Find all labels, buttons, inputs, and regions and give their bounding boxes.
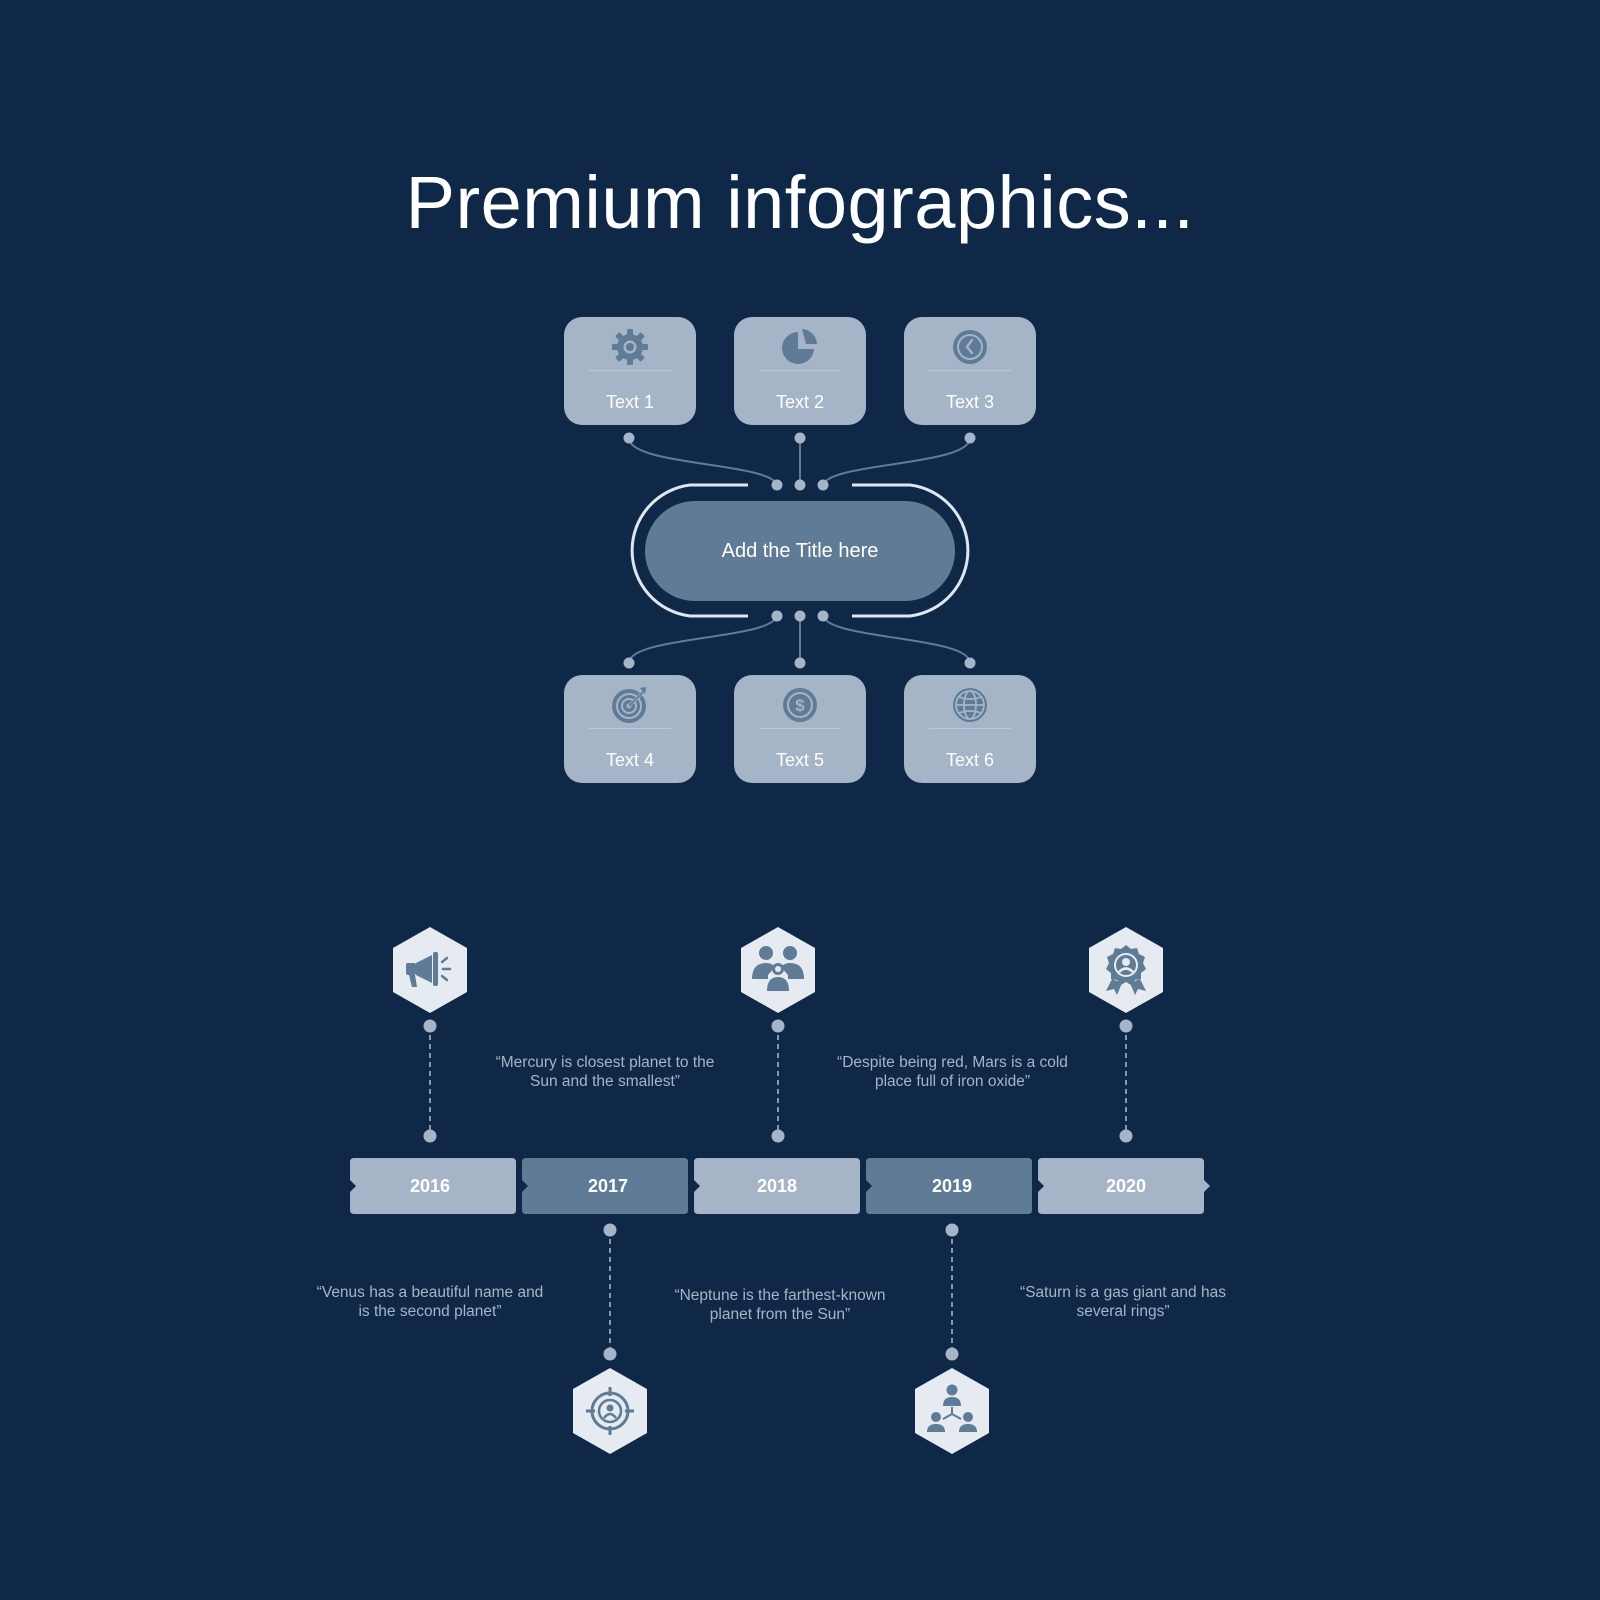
year-segment-2016: [350, 1158, 516, 1214]
card-text-6: Text 6: [904, 675, 1036, 783]
quote-2016: “Venus has a beautiful name and is the s…: [316, 1284, 544, 1320]
megaphone-icon: [393, 927, 467, 1013]
card-text-3: Text 3: [904, 317, 1036, 425]
team-icon: [741, 927, 815, 1013]
card-text-5: $ Text 5: [734, 675, 866, 783]
card-text-1: Text 1: [564, 317, 696, 425]
year-segment-2020: [1038, 1158, 1210, 1214]
card-label: Text 3: [945, 392, 995, 412]
year-segment-2018: [694, 1158, 860, 1214]
year-label: 2017: [587, 1176, 629, 1196]
svg-text:$: $: [795, 696, 805, 715]
quote-2018: “Neptune is the farthest-known planet fr…: [674, 1287, 886, 1323]
card-label: Text 5: [775, 750, 825, 770]
hub-title: Add the Title here: [721, 540, 879, 562]
pie-chart-icon: [782, 329, 817, 364]
card-text-2: Text 2: [734, 317, 866, 425]
user-target-icon: [573, 1368, 647, 1454]
card-label: Text 1: [605, 392, 655, 412]
quote-2019: “Despite being red, Mars is a cold place…: [837, 1054, 1068, 1090]
year-label: 2016: [409, 1176, 451, 1196]
hub-pill: [645, 501, 955, 601]
award-badge-icon: [1089, 927, 1163, 1013]
year-label: 2019: [931, 1176, 973, 1196]
gear-icon: [612, 329, 648, 365]
card-label: Text 4: [605, 750, 655, 770]
quote-2020: “Saturn is a gas giant and has several r…: [1020, 1284, 1226, 1320]
page-title: Premium infographics...: [405, 161, 1195, 244]
card-text-4: Text 4: [564, 675, 696, 783]
card-label: Text 6: [945, 750, 995, 770]
hierarchy-icon: [915, 1368, 989, 1454]
target-icon: [612, 687, 646, 723]
year-segment-2019: [866, 1158, 1032, 1214]
dollar-coin-icon: $: [783, 688, 817, 722]
year-segment-2017: [522, 1158, 688, 1214]
year-label: 2018: [756, 1176, 798, 1196]
card-label: Text 2: [775, 392, 825, 412]
globe-icon: [953, 688, 987, 722]
clock-icon: [953, 330, 987, 364]
year-label: 2020: [1105, 1176, 1147, 1196]
quote-2017: “Mercury is closest planet to the Sun an…: [495, 1054, 715, 1090]
